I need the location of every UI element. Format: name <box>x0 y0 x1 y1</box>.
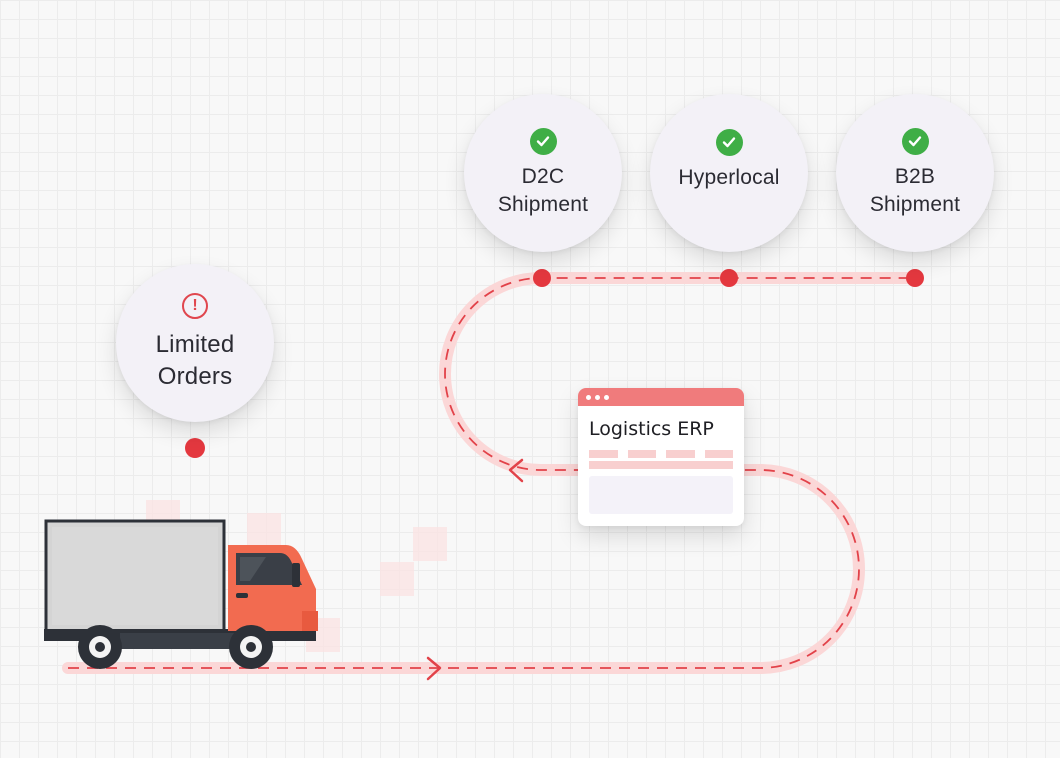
b2b-shipment-label: B2B Shipment <box>869 164 961 216</box>
erp-placeholder-dashes <box>589 450 733 458</box>
window-dot-icon <box>604 394 609 400</box>
d2c-shipment-label: D2C Shipment <box>497 164 589 216</box>
d2c-shipment-node: D2C Shipment <box>464 94 622 252</box>
route-dash-line <box>68 277 916 669</box>
window-dot-icon <box>595 394 600 400</box>
check-circle-icon <box>901 127 929 155</box>
hyperlocal-label: Hyperlocal <box>678 165 780 189</box>
direction-arrow-left-icon <box>508 458 524 483</box>
erp-placeholder-line <box>589 461 733 469</box>
b2b-shipment-node: B2B Shipment <box>836 94 994 252</box>
check-circle-icon <box>529 127 557 155</box>
direction-arrow-right-icon <box>426 656 442 681</box>
logistics-erp-card: Logistics ERP <box>578 388 744 526</box>
hyperlocal-node: Hyperlocal <box>650 94 808 252</box>
route-marker-b2b <box>906 269 924 287</box>
limited-orders-node: ! Limited Orders <box>116 264 274 422</box>
bg-square <box>146 500 180 520</box>
erp-title: Logistics ERP <box>589 418 714 440</box>
limited-orders-label: Limited Orders <box>155 331 235 390</box>
window-dot-icon <box>586 394 591 400</box>
route-marker-d2c <box>533 269 551 287</box>
erp-placeholder-box <box>589 476 733 514</box>
window-title-bar <box>578 388 744 406</box>
route-marker-hyperlocal <box>720 269 738 287</box>
bg-square <box>380 562 414 596</box>
route-marker-limited-orders <box>185 438 205 458</box>
exclamation-circle-icon: ! <box>182 293 208 319</box>
check-circle-icon <box>715 128 743 156</box>
bg-square <box>247 513 281 547</box>
bg-square <box>413 527 447 561</box>
delivery-truck-icon <box>44 519 318 669</box>
